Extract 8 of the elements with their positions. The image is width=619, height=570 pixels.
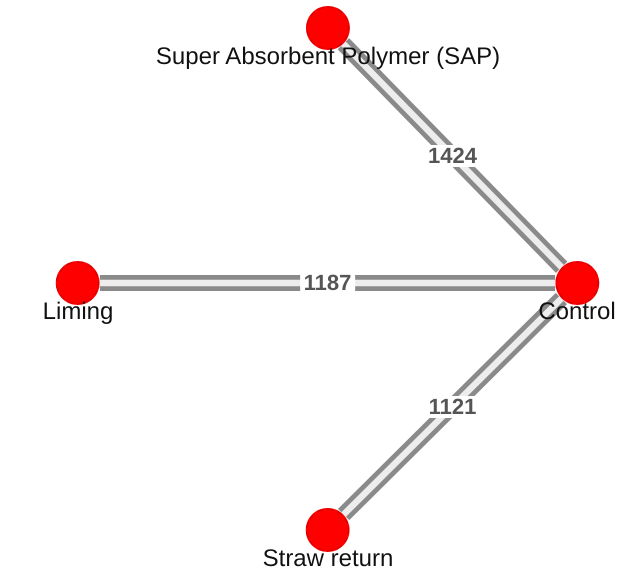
- node-label: Straw return: [262, 544, 394, 570]
- connector-tube: [338, 292, 568, 520]
- edge-label: 1187: [300, 272, 356, 294]
- node-label: Control: [538, 297, 616, 327]
- node-label: Super Absorbent Polymer (SAP): [156, 42, 500, 72]
- connector-tube: [338, 38, 568, 273]
- node-label: Liming: [42, 297, 114, 327]
- connector-tube: [100, 275, 555, 291]
